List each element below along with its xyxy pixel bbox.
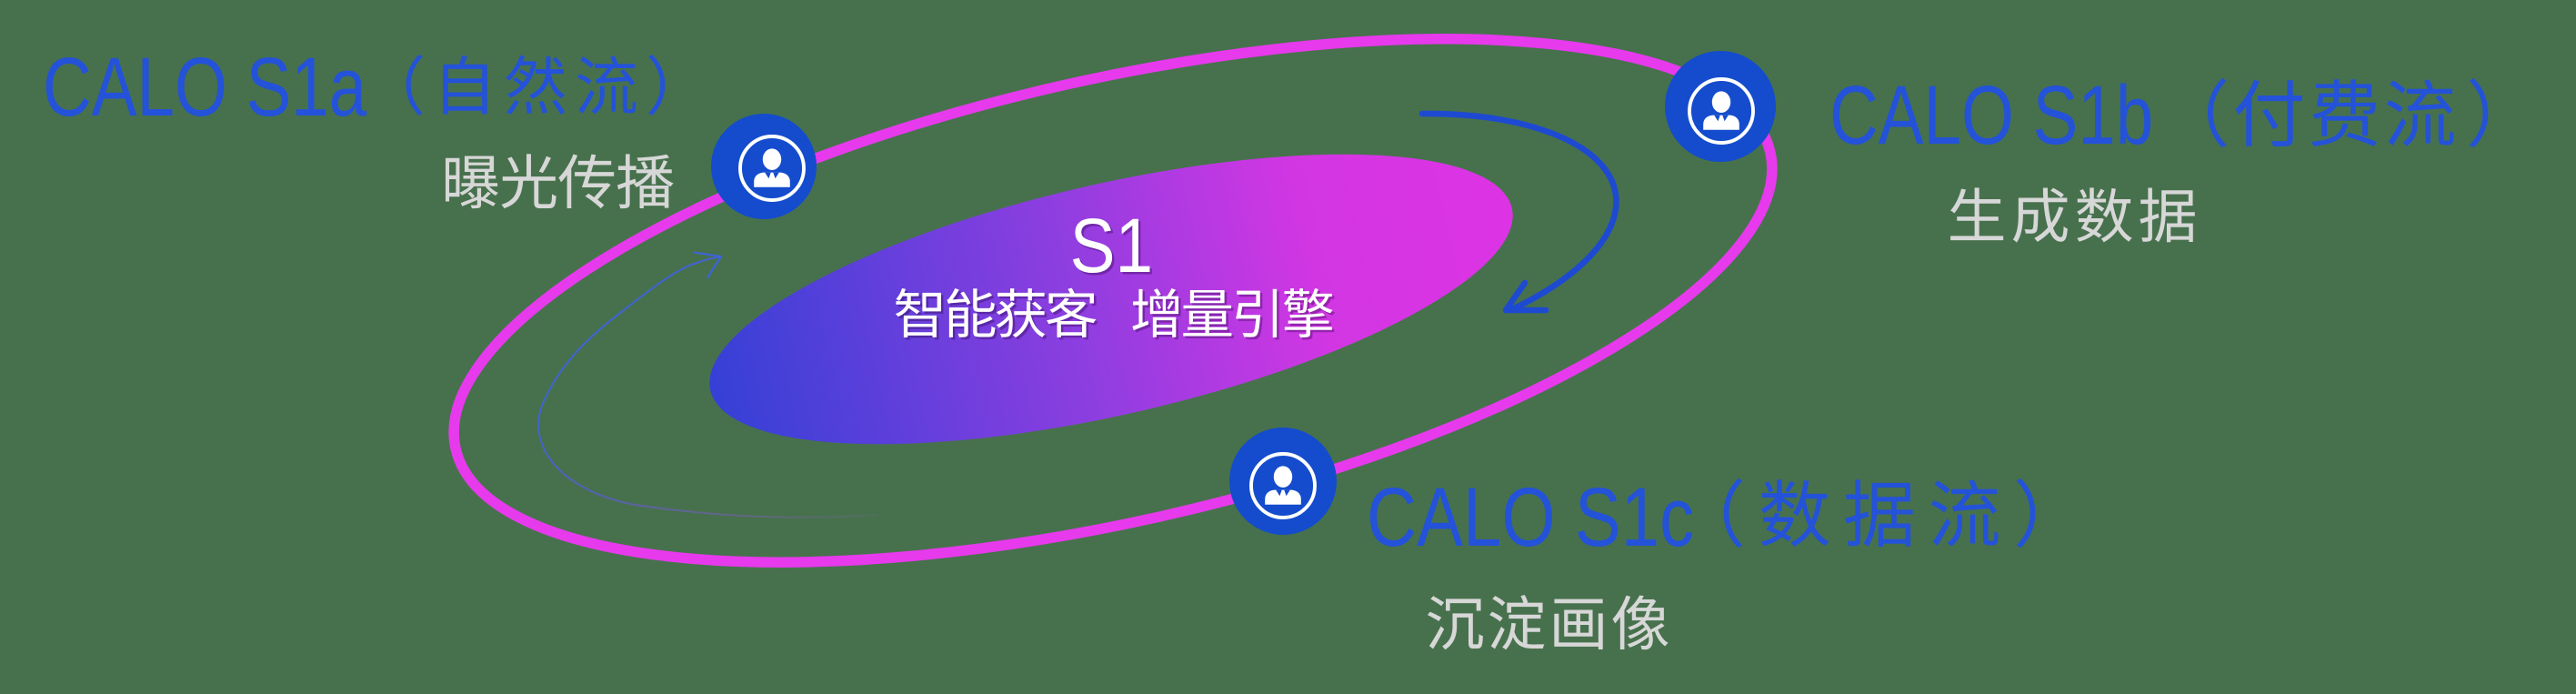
svg-text:CALO S1c: CALO S1c <box>1367 470 1694 563</box>
svg-text:CALO S1b: CALO S1b <box>1829 67 2153 161</box>
svg-text:CALO S1a: CALO S1a <box>43 39 367 133</box>
svg-text:S1: S1 <box>1072 205 1155 290</box>
svg-text:S1: S1 <box>1070 203 1153 288</box>
